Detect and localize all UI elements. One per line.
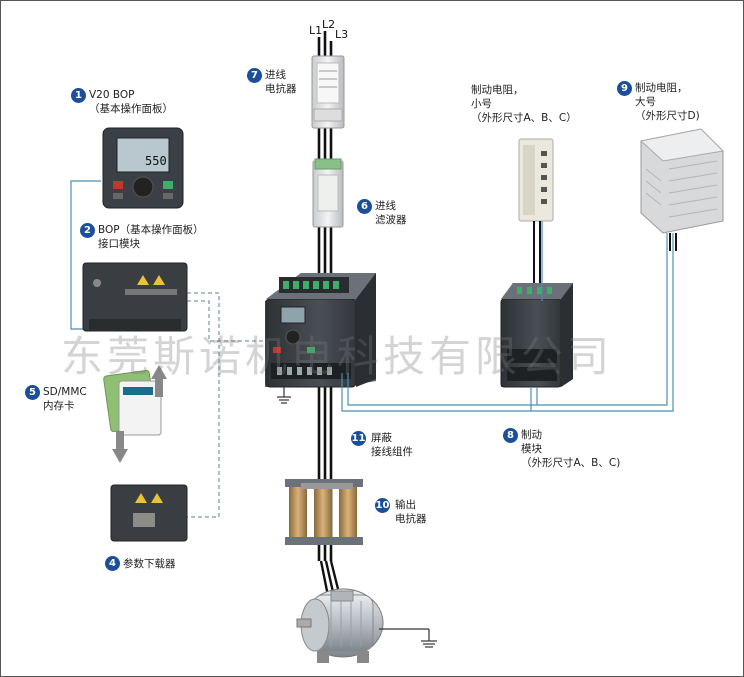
badge-10: 10	[375, 498, 390, 513]
watermark: 东莞斯诺机电科技有限公司	[61, 332, 614, 381]
badge-8: 8	[503, 428, 518, 443]
label-bop-interface-module: BOP（基本操作面板） 接口模块	[98, 224, 204, 250]
label-parameter-loader: 参数下载器	[123, 558, 176, 570]
badge-1: 1	[71, 88, 86, 103]
motor-device	[296, 588, 384, 663]
label-v20-bop: V20 BOP （基本操作面板）	[89, 89, 173, 115]
large-braking-resistor-device	[639, 128, 725, 234]
label-line-filter: 进线 滤波器	[375, 200, 407, 226]
bop-display-text: 550	[145, 154, 167, 168]
badge-9: 9	[617, 81, 632, 96]
badge-7: 7	[247, 68, 262, 83]
badge-4: 4	[105, 556, 120, 571]
up-arrow-icon	[151, 365, 167, 397]
down-arrow-icon	[112, 431, 128, 463]
v20-drive-device	[265, 273, 376, 388]
label-small-braking-resistor: 制动电阻， 小号 （外形尺寸A、B、C）	[471, 84, 577, 124]
line-filter-device	[312, 158, 344, 228]
badge-11: 11	[351, 431, 366, 446]
label-large-braking-resistor: 制动电阻， 大号 （外形尺寸D)	[635, 82, 700, 122]
braking-module-device	[500, 283, 573, 388]
output-reactor-device	[285, 479, 363, 545]
label-line-reactor: 进线 电抗器	[265, 69, 297, 95]
badge-5: 5	[25, 385, 40, 400]
label-output-reactor: 输出 电抗器	[395, 499, 427, 525]
badge-2: 2	[80, 223, 95, 238]
phase-label-l1: L1	[309, 24, 322, 37]
parameter-loader-device	[110, 484, 188, 542]
label-shield-kit: 屏蔽 接线组件	[371, 432, 413, 458]
sd-card-device	[103, 369, 162, 436]
line-reactor-device	[311, 55, 345, 129]
dashed-connections	[187, 292, 265, 518]
small-braking-resistor-device	[518, 138, 554, 222]
ground-symbol-motor	[379, 628, 437, 648]
bop-interface-module-device	[82, 262, 188, 332]
ground-symbol-drive	[277, 387, 291, 404]
v20-bop-device: 550	[102, 127, 184, 209]
label-braking-module: 制动 模块 （外形尺寸A、B、C)	[521, 429, 621, 469]
label-sd-mmc: SD/MMC 内存卡	[43, 386, 87, 412]
phase-label-l3: L3	[335, 28, 348, 41]
phase-label-l2: L2	[322, 18, 335, 31]
badge-6: 6	[357, 199, 372, 214]
